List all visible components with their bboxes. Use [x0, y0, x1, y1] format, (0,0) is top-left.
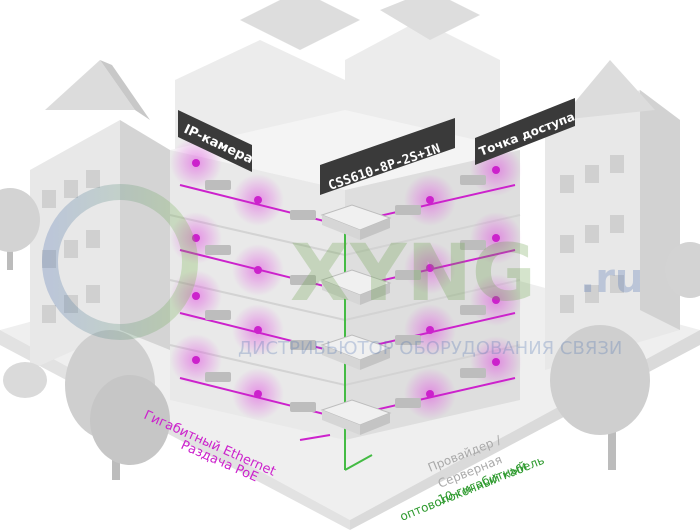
switch-device	[320, 269, 392, 305]
switch-device	[320, 334, 392, 370]
switch-device	[320, 399, 392, 435]
watermark-tagline: ДИСТРИБЬЮТОР ОБОРУДОВАНИЯ СВЯЗИ	[238, 338, 622, 359]
watermark-logo-icon	[42, 184, 198, 340]
trees	[0, 188, 700, 480]
switches	[320, 204, 392, 435]
watermark-brand: XYNG	[290, 229, 536, 319]
watermark: XYNG .ru ДИСТРИБЬЮТОР ОБОРУДОВАНИЯ СВЯЗИ	[42, 184, 643, 359]
left-building	[30, 60, 170, 370]
watermark-domain: .ru	[580, 256, 643, 302]
devices	[192, 159, 500, 412]
switch-device	[320, 204, 392, 240]
